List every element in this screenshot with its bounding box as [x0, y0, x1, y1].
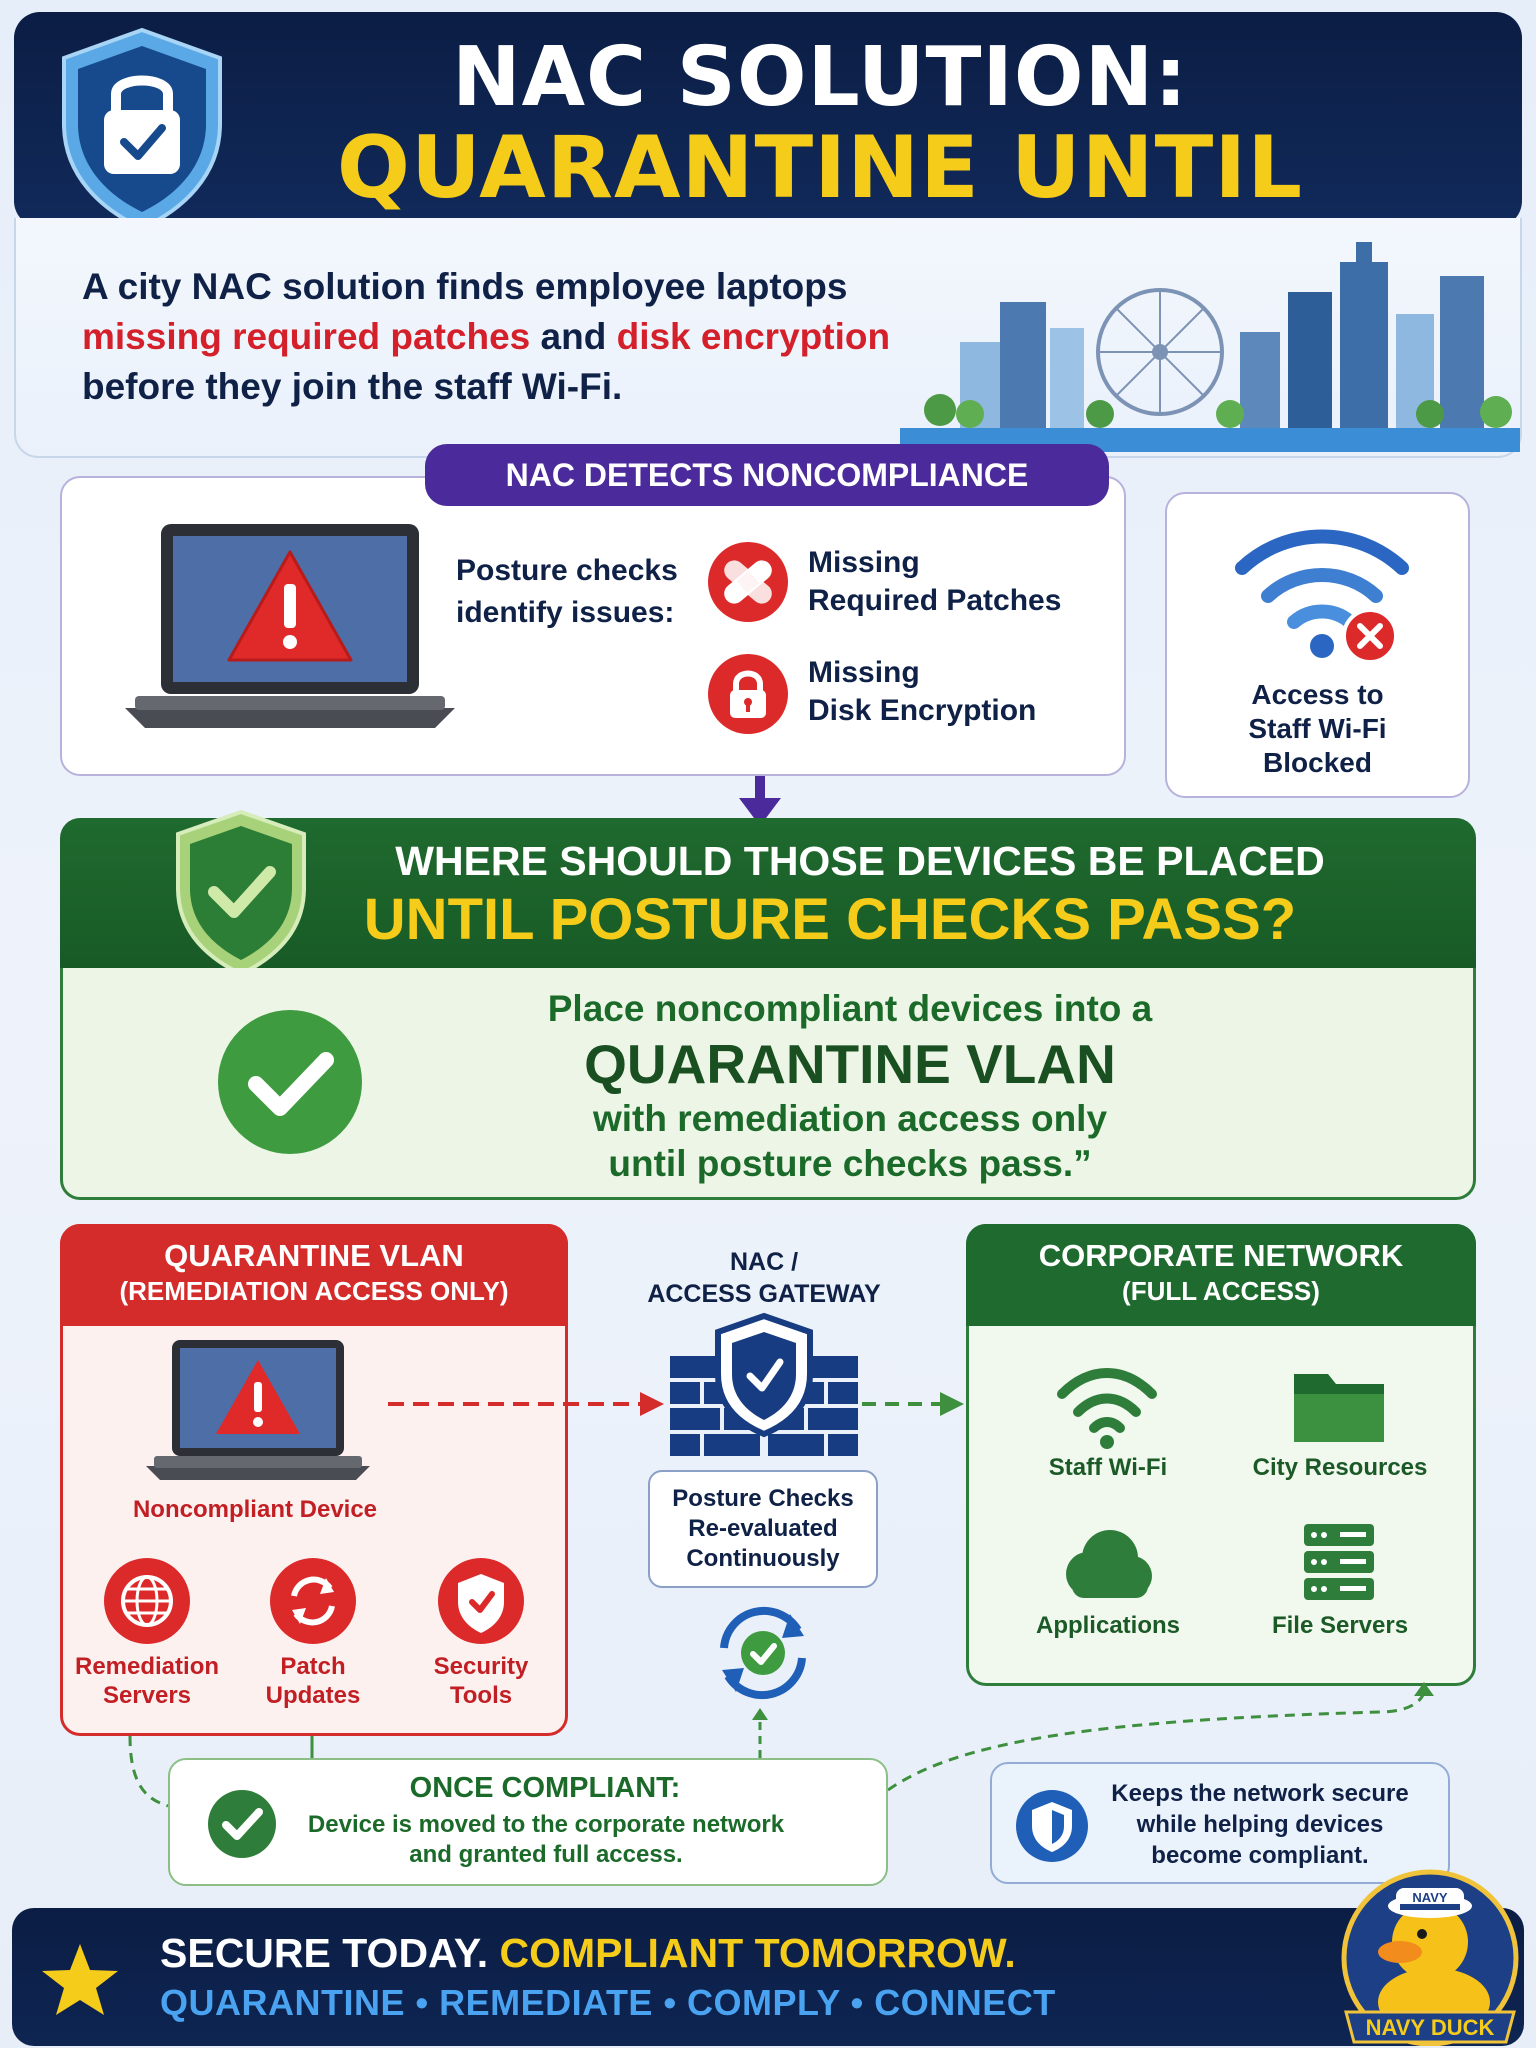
arrow-down-icon [739, 776, 781, 826]
answer-line3: with remediation access only [592, 1098, 1108, 1139]
patch-updates-label: Patch Updates [228, 1652, 398, 1710]
globe-icon [104, 1558, 190, 1644]
checkmark-icon [218, 1010, 362, 1154]
quarantine-vlan-title: QUARANTINE VLAN [164, 1238, 464, 1273]
navy-duck-mascot: NAVY NAVY DUCK [1341, 1869, 1519, 2046]
city-skyline-illustration [900, 242, 1520, 452]
corporate-network-header: CORPORATE NETWORK (FULL ACCESS) [966, 1224, 1476, 1326]
remediation-servers-label: Remediation Servers [62, 1652, 232, 1710]
question-line1: WHERE SHOULD THOSE DEVICES BE PLACED [395, 838, 1325, 884]
star-icon [42, 1944, 118, 2015]
laptop-warning-icon [125, 524, 455, 728]
page-title-line1: NAC SOLUTION: [451, 30, 1189, 125]
issue-2-line1: Missing [808, 656, 920, 689]
bandage-icon [708, 542, 788, 622]
secure-note-line1: Keeps the network secure [1111, 1780, 1409, 1807]
mascot-banner-text: NAVY DUCK [1366, 2015, 1495, 2040]
laptop-warning-icon [146, 1340, 370, 1480]
once-compliant-box [168, 1758, 888, 1886]
server-icon [1304, 1524, 1374, 1600]
lock-icon [708, 654, 788, 734]
arrow-head-green [940, 1392, 964, 1416]
secure-note-line3: become compliant. [1151, 1842, 1369, 1869]
corporate-network-subtitle: (FULL ACCESS) [1122, 1276, 1320, 1306]
shield-icon [438, 1558, 524, 1644]
city-resources-label: City Resources [1252, 1454, 1428, 1481]
shield-icon [1016, 1790, 1088, 1862]
flow-left-curve [128, 1735, 169, 1808]
secure-note-text: Keeps the network secure while helping d… [1090, 1778, 1430, 1871]
wifi-blocked-line2: Staff Wi-Fi [1248, 713, 1387, 744]
intro-line1: A city NAC solution finds employee lapto… [82, 266, 848, 307]
shield-check-icon [176, 809, 306, 977]
question-line2: UNTIL POSTURE CHECKS PASS? [363, 887, 1297, 952]
eval-line3: Continuously [686, 1545, 840, 1572]
intro-text: A city NAC solution finds employee lapto… [82, 262, 942, 412]
once-compliant-text: Device is moved to the corporate network… [276, 1810, 816, 1870]
res-1-line2: Servers [102, 1682, 192, 1709]
gateway-title: NAC / ACCESS GATEWAY [634, 1246, 894, 1310]
answer-line4: until posture checks pass.” [608, 1143, 1092, 1184]
mascot-hat-text: NAVY [1412, 1890, 1447, 1905]
res-2-line2: Updates [265, 1682, 361, 1709]
intro-highlight-encryption: disk encryption [616, 316, 891, 357]
posture-checks-label: Posture checks identify issues: [456, 554, 678, 629]
intro-line2: missing required patches and disk encryp… [82, 312, 942, 362]
folder-icon [1294, 1374, 1384, 1442]
wifi-blocked-label: Access to Staff Wi-Fi Blocked [1170, 678, 1465, 780]
intro-highlight-patches: missing required patches [82, 316, 531, 357]
res-1-line1: Remediation [74, 1653, 220, 1680]
answer-line1: Place noncompliant devices into a [547, 988, 1153, 1029]
arrow-head-up [752, 1708, 768, 1720]
detect-noncompliance-pill: NAC DETECTS NONCOMPLIANCE [425, 444, 1109, 506]
answer-line2: QUARANTINE VLAN [584, 1033, 1116, 1095]
footer-slogan: SECURE TODAY. COMPLIANT TOMORROW. [160, 1930, 1160, 1977]
posture-eval-text: Posture Checks Re-evaluated Continuously [652, 1484, 874, 1574]
security-tools-label: Security Tools [396, 1652, 566, 1710]
staff-wifi-label: Staff Wi-Fi [1048, 1454, 1168, 1481]
issue-1-line2: Required Patches [808, 584, 1062, 617]
refresh-icon [270, 1558, 356, 1644]
cycle-check-icon [720, 1606, 806, 1700]
wifi-icon [1057, 1368, 1157, 1449]
footer-banner [12, 1908, 1524, 2046]
answer-text: Place noncompliant devices into a QUARAN… [400, 986, 1300, 1186]
wifi-blocked-icon [1235, 529, 1409, 664]
intro-line3: before they join the staff Wi-Fi. [82, 366, 623, 407]
gateway-title-line1: NAC / [729, 1248, 799, 1276]
wifi-blocked-line1: Access to [1251, 679, 1384, 710]
wifi-blocked-line3: Blocked [1263, 747, 1372, 778]
noncompliant-device-label: Noncompliant Device [132, 1496, 378, 1523]
footer-steps: QUARANTINE • REMEDIATE • COMPLY • CONNEC… [160, 1982, 1056, 2023]
checkmark-icon [208, 1790, 276, 1858]
applications-label: Applications [1035, 1612, 1180, 1639]
issue-missing-patches: Missing Required Patches [808, 544, 1088, 620]
gateway-title-line2: ACCESS GATEWAY [647, 1280, 881, 1308]
shield-lock-icon [62, 27, 222, 231]
res-3-line2: Tools [449, 1682, 513, 1709]
corporate-network-title: CORPORATE NETWORK [1038, 1238, 1404, 1273]
intro-joiner: and [530, 316, 617, 357]
eval-line1: Posture Checks [672, 1485, 854, 1512]
quarantine-vlan-header: QUARANTINE VLAN (REMEDIATION ACCESS ONLY… [60, 1224, 568, 1326]
footer-slogan-yellow: COMPLIANT TOMORROW. [488, 1930, 1016, 1976]
once-compliant-line1: Device is moved to the corporate network [307, 1811, 785, 1838]
once-compliant-line2: and granted full access. [409, 1841, 683, 1868]
eval-line2: Re-evaluated [688, 1515, 838, 1542]
res-2-line1: Patch [280, 1653, 346, 1680]
issue-1-line1: Missing [808, 546, 920, 579]
issue-missing-encryption: Missing Disk Encryption [808, 654, 1088, 730]
arrow-head-red [640, 1392, 664, 1416]
res-3-line1: Security [433, 1653, 529, 1680]
footer-slogan-white: SECURE TODAY. [160, 1930, 489, 1976]
quarantine-vlan-subtitle: (REMEDIATION ACCESS ONLY) [119, 1276, 509, 1306]
once-compliant-title: ONCE COMPLIANT: [409, 1772, 681, 1804]
header-banner [14, 12, 1522, 227]
file-servers-label: File Servers [1271, 1612, 1409, 1639]
cloud-icon [1066, 1530, 1152, 1598]
posture-eval-box [648, 1470, 878, 1588]
secure-note-line2: while helping devices [1136, 1811, 1384, 1838]
firewall-icon [670, 1312, 858, 1456]
issue-2-line2: Disk Encryption [808, 694, 1037, 727]
